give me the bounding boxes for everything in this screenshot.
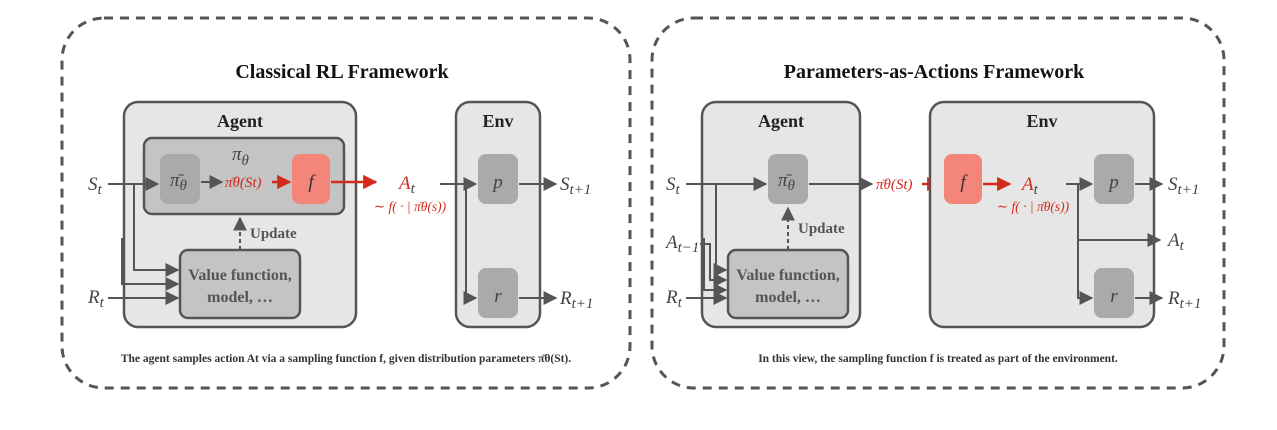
- left-p-label: p: [491, 172, 503, 193]
- right-f-label: f: [960, 172, 968, 193]
- classical-rl-panel: Classical RL Framework Agent πθ π̄θ π̄θ(…: [60, 16, 632, 390]
- right-value-box: [726, 248, 850, 320]
- right-agent-label: Agent: [758, 111, 804, 131]
- left-agent-label: Agent: [217, 111, 263, 131]
- right-st1-label: St+1: [1168, 174, 1199, 198]
- right-atprev-label: At−1: [664, 232, 699, 256]
- left-r-node: [478, 268, 518, 318]
- left-env-box: [454, 100, 542, 329]
- left-at-label: At: [397, 173, 416, 197]
- left-st1-label: St+1: [560, 174, 591, 198]
- right-at-label: At: [1020, 174, 1039, 198]
- left-value-box: [178, 248, 302, 320]
- left-arrow-at-to-r: [463, 184, 478, 305]
- left-r-label: r: [494, 286, 502, 307]
- right-value-line1: Value function,: [736, 267, 839, 284]
- right-rt1-label: Rt+1: [1167, 288, 1201, 312]
- left-policy-label: πθ: [232, 144, 250, 169]
- right-arrow-at-to-r: [1077, 184, 1094, 305]
- left-rt-label: Rt: [87, 287, 105, 311]
- left-p-node: [478, 154, 518, 204]
- right-r-label: r: [1110, 286, 1118, 307]
- left-value-line1: Value function,: [188, 267, 291, 284]
- left-env-label: Env: [482, 111, 513, 131]
- right-p-label: p: [1107, 172, 1119, 193]
- right-r-node: [1094, 268, 1134, 318]
- right-p-node: [1094, 154, 1134, 204]
- right-dashed-frame: [650, 16, 1226, 390]
- left-at-dist: ∼ f( · | π̄θ(s)): [374, 199, 447, 214]
- left-pibar-node: [160, 154, 200, 204]
- right-pibar-node: [768, 154, 808, 204]
- right-st-label: St: [666, 174, 681, 198]
- left-arrow-st-to-value: [133, 184, 180, 277]
- right-f-node: [944, 154, 982, 204]
- right-update-label: Update: [798, 221, 845, 237]
- right-arrow-feedback: [703, 238, 728, 297]
- left-st-label: St: [88, 174, 103, 198]
- right-value-line2: model, …: [755, 289, 821, 306]
- left-f-node: [292, 154, 330, 204]
- right-arrow-st-to-value: [713, 184, 728, 277]
- left-pibar-st: π̄θ(St): [225, 175, 262, 191]
- left-dashed-frame: [60, 16, 632, 390]
- right-caption: In this view, the sampling function f is…: [758, 353, 1118, 365]
- left-arrow-feedback: [121, 238, 180, 291]
- left-f-label: f: [308, 172, 316, 193]
- right-env-label: Env: [1026, 111, 1057, 131]
- right-atout-label: At: [1166, 230, 1185, 254]
- right-rt-label: Rt: [665, 287, 683, 311]
- left-value-line2: model, …: [207, 289, 273, 306]
- left-title: Classical RL Framework: [235, 61, 449, 83]
- left-update-label: Update: [250, 226, 297, 242]
- left-caption: The agent samples action At via a sampli…: [121, 353, 571, 365]
- parameters-as-actions-panel: Parameters-as-Actions Framework Agent π̄…: [650, 16, 1226, 390]
- right-title: Parameters-as-Actions Framework: [784, 61, 1085, 83]
- left-rt1-label: Rt+1: [559, 288, 593, 312]
- right-pibar-st: π̄θ(St): [876, 177, 913, 193]
- right-at-dist: ∼ f( · | π̄θ(s)): [997, 199, 1070, 214]
